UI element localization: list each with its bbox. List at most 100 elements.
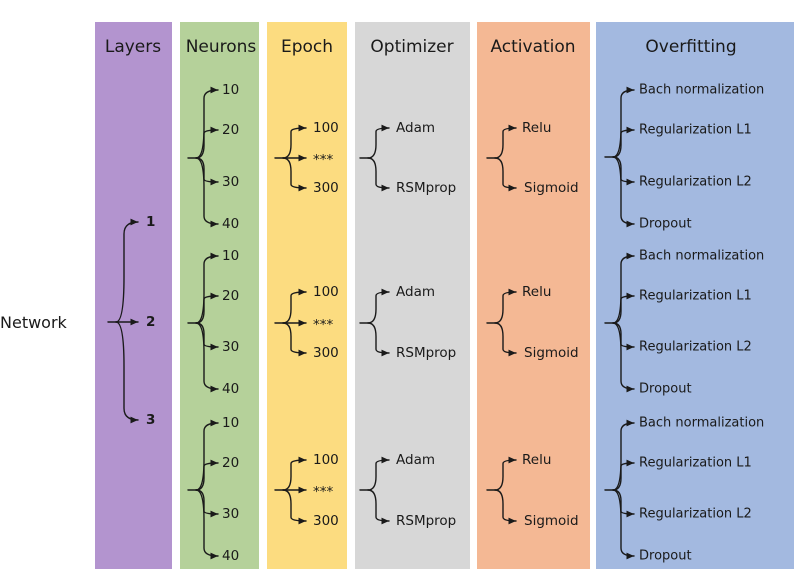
block-2-overfitting-brace-edge: [612, 252, 635, 324]
neuron-label: 30: [222, 174, 239, 190]
epoch-label: 100: [313, 284, 339, 300]
layer-label: 2: [146, 314, 155, 330]
block-2-overfitting-brace: [604, 252, 635, 393]
block-3-neurons-brace-edge: [195, 489, 219, 560]
neuron-label: 10: [222, 248, 239, 264]
overfitting-label: Dropout: [639, 549, 692, 564]
block-1-activation-brace-edge: [494, 124, 517, 159]
block-1-activation-brace-edge: [494, 157, 517, 192]
overfitting-label: Regularization L2: [639, 175, 752, 190]
block-1-overfitting-brace-edge: [612, 86, 635, 158]
overfitting-label: Regularization L1: [639, 123, 752, 138]
neuron-label: 40: [222, 381, 239, 397]
column-bg-layers: [95, 22, 172, 569]
block-2-overfitting-brace-edge: [612, 292, 635, 324]
block-1-overfitting-brace: [604, 86, 635, 228]
block-1-overfitting-brace-edge: [612, 156, 635, 228]
header-epoch: Epoch: [281, 37, 333, 57]
block-1-activation-brace: [486, 124, 517, 192]
block-3-overfitting-brace-edge: [612, 459, 635, 491]
overfitting-label: Regularization L1: [639, 456, 752, 471]
neuron-label: 20: [222, 122, 239, 138]
brace-edges: [107, 86, 635, 560]
block-1-epoch-brace-edge: [282, 124, 307, 159]
layer-label: 1: [146, 214, 155, 230]
block-1-overfitting-brace-edge: [612, 126, 635, 158]
block-3-overfitting-brace-edge: [612, 419, 635, 491]
optimizer-label: Adam: [396, 284, 435, 300]
activation-label: Sigmoid: [524, 180, 579, 196]
overfitting-label: Dropout: [639, 217, 692, 232]
overfitting-label: Dropout: [639, 382, 692, 397]
optimizer-label: RSMprop: [396, 180, 456, 196]
activation-label: Relu: [522, 452, 551, 468]
block-2-activation-brace: [486, 288, 517, 357]
block-1-epoch-brace-edge: [282, 157, 307, 192]
overfitting-label: Regularization L1: [639, 289, 752, 304]
brace-network-edge: [115, 321, 139, 424]
activation-label: Sigmoid: [524, 513, 579, 529]
block-2-epoch-brace-edge: [282, 288, 307, 324]
epoch-label: 300: [313, 345, 339, 361]
overfitting-label: Regularization L2: [639, 507, 752, 522]
block-3-epoch-brace: [274, 456, 307, 525]
epoch-label: ***: [313, 317, 334, 333]
column-backgrounds: [95, 22, 794, 569]
neuron-label: 20: [222, 288, 239, 304]
block-3-overfitting-brace-edge: [612, 489, 635, 560]
overfitting-label: Regularization L2: [639, 340, 752, 355]
epoch-label: ***: [313, 152, 334, 168]
block-3-neurons-brace-edge: [195, 419, 219, 491]
block-2-activation-brace-edge: [494, 322, 517, 357]
block-1-optimizer-brace: [359, 124, 390, 192]
activation-label: Relu: [522, 120, 551, 136]
header-neurons: Neurons: [186, 37, 257, 57]
block-2-optimizer-brace: [359, 288, 390, 357]
brace-network: [107, 218, 139, 424]
block-2-neurons-brace-edge: [195, 252, 219, 324]
layer-label: 3: [146, 412, 155, 428]
leaf-labels: 12310203040100***300AdamRSMpropReluSigmo…: [146, 82, 764, 564]
column-bg-neurons: [180, 22, 259, 569]
neuron-label: 30: [222, 339, 239, 355]
block-2-overfitting-brace-edge: [612, 322, 635, 393]
block-3-activation-brace: [486, 456, 517, 525]
root-network-label: Network: [0, 313, 68, 332]
brace-network-edge: [115, 218, 139, 323]
block-3-optimizer-brace-edge: [367, 489, 390, 525]
block-2-epoch-brace-edge: [282, 322, 307, 357]
block-2-optimizer-brace-edge: [367, 322, 390, 357]
column-bg-epoch: [267, 22, 347, 569]
neuron-label: 40: [222, 216, 239, 232]
activation-label: Relu: [522, 284, 551, 300]
block-3-epoch-brace-edge: [282, 456, 307, 491]
block-1-neurons-brace-edge: [195, 126, 219, 159]
block-1-optimizer-brace-edge: [367, 124, 390, 159]
block-3-activation-brace-edge: [494, 489, 517, 525]
epoch-label: 300: [313, 180, 339, 196]
epoch-label: 100: [313, 120, 339, 136]
overfitting-label: Bach normalization: [639, 83, 764, 98]
activation-label: Sigmoid: [524, 345, 579, 361]
block-2-epoch-brace: [274, 288, 307, 357]
optimizer-label: RSMprop: [396, 513, 456, 529]
optimizer-label: RSMprop: [396, 345, 456, 361]
neuron-label: 40: [222, 548, 239, 564]
block-3-overfitting-brace: [604, 419, 635, 560]
epoch-label: ***: [313, 484, 334, 500]
block-1-epoch-brace: [274, 124, 307, 192]
neuron-label: 10: [222, 415, 239, 431]
block-3-epoch-brace-edge: [282, 489, 307, 525]
neuron-label: 30: [222, 506, 239, 522]
block-3-optimizer-brace: [359, 456, 390, 525]
block-1-neurons-brace: [187, 86, 219, 228]
overfitting-label: Bach normalization: [639, 416, 764, 431]
block-2-activation-brace-edge: [494, 288, 517, 324]
optimizer-label: Adam: [396, 452, 435, 468]
header-activation: Activation: [490, 37, 575, 57]
epoch-label: 100: [313, 452, 339, 468]
block-3-optimizer-brace-edge: [367, 456, 390, 491]
header-layers: Layers: [105, 37, 161, 57]
block-2-neurons-brace-edge: [195, 292, 219, 324]
